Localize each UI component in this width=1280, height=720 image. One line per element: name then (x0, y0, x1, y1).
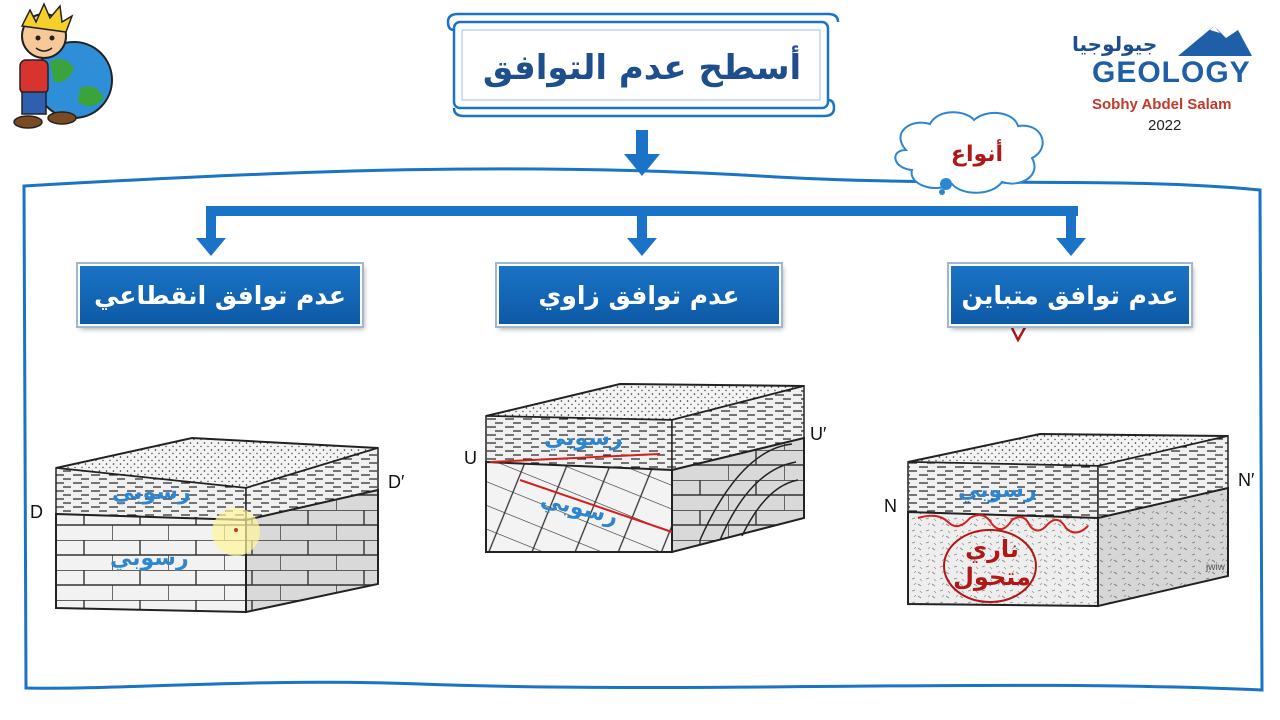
illustration-credit: jwiw (1206, 562, 1225, 573)
block-disconformity (55, 436, 379, 614)
title-arrow (624, 130, 660, 176)
branch-connectors (196, 206, 1086, 256)
type-box-disconformity: عدم توافق انقطاعي (78, 264, 362, 326)
content-frame (22, 167, 1264, 692)
corner-label-d-prime: D′ (388, 472, 405, 492)
type-label-disconformity: عدم توافق انقطاعي (94, 280, 346, 310)
rock-label-igneous-metamorphic: ناري متحول (953, 535, 1031, 591)
rock-label-left-bottom: رسوبي (110, 546, 189, 571)
cartoon-character (13, 2, 113, 129)
type-label-nonconformity: عدم توافق متباين (961, 280, 1179, 310)
page-title: أسطح عدم التوافق (482, 48, 802, 88)
title-scroll (446, 12, 840, 118)
corner-label-u-prime: U′ (810, 424, 827, 444)
logo-mountain (1178, 26, 1252, 56)
checkmark-annotation (1010, 321, 1030, 343)
logo-wordmark: GEOLOGY (1092, 56, 1251, 89)
block-nonconformity (907, 432, 1229, 608)
types-bubble-label: أنواع (950, 141, 1004, 167)
logo-arabic-text: جيولوجيا (1072, 32, 1158, 56)
types-bubble (894, 111, 1044, 195)
type-label-angular: عدم توافق زاوي (538, 280, 740, 310)
block-angular (485, 382, 805, 554)
corner-label-u: U (464, 448, 477, 468)
rock-label-right-top: رسوبي (958, 478, 1037, 503)
rock-label-left-top: رسوبي (112, 480, 191, 505)
type-box-nonconformity: عدم توافق متباين (949, 264, 1191, 326)
corner-label-d: D (30, 502, 43, 522)
type-box-angular: عدم توافق زاوي (497, 264, 781, 326)
logo-year: 2022 (1148, 117, 1182, 134)
corner-label-n: N (884, 496, 897, 516)
rock-label-middle-top: رسوبي (544, 426, 623, 451)
corner-label-n-prime: N′ (1238, 470, 1255, 490)
logo-author: Sobhy Abdel Salam (1092, 96, 1232, 113)
